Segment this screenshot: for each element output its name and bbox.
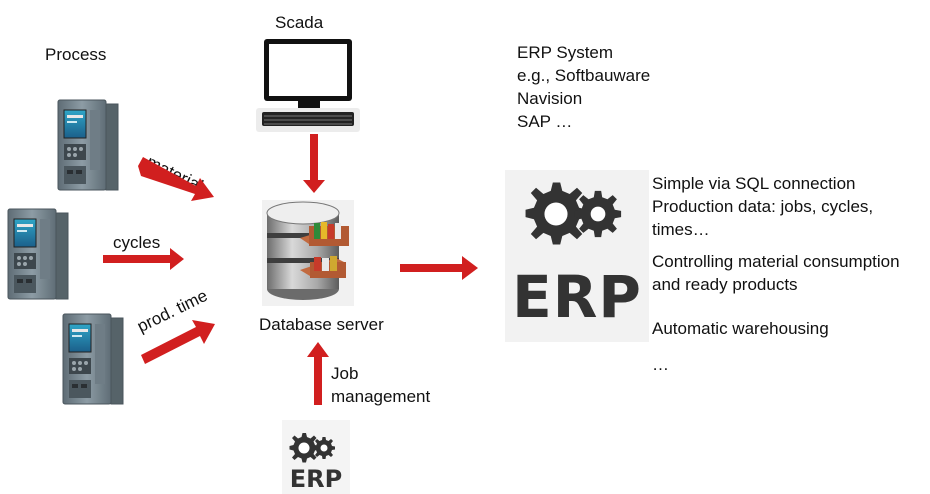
erp-logo-small (282, 420, 350, 494)
erp-note-line: Production data: jobs, cycles, (652, 197, 874, 216)
erp-note-line: Automatic warehousing (652, 319, 829, 338)
database-server-label: Database server (259, 315, 384, 334)
erp-logo-large (505, 170, 649, 342)
erp-note-line: … (652, 355, 669, 374)
erp-system-line: SAP … (517, 112, 573, 131)
arrow-cycles (103, 248, 184, 270)
erp-system-line: ERP System (517, 43, 614, 62)
erp-logo-large-text: ERP (512, 263, 642, 331)
database-server-icon (262, 200, 354, 306)
arrow-database-to-erp (400, 256, 478, 280)
arrow-scada-to-database (303, 134, 325, 193)
scada-label: Scada (275, 13, 324, 32)
plc-device-bottom (62, 313, 124, 405)
arrow-job-to-database (307, 342, 329, 405)
erp-note-line: Simple via SQL connection (652, 174, 856, 193)
job-management-label-line2: management (331, 387, 431, 406)
erp-note-line: and ready products (652, 275, 798, 294)
process-label: Process (45, 45, 107, 64)
arrow-material (138, 157, 214, 201)
scada-computer-icon (256, 39, 360, 132)
job-management-label-line1: Job (331, 364, 359, 383)
arrow-prod-time (141, 320, 215, 364)
erp-note-line: Controlling material consumption (652, 252, 900, 271)
erp-system-line: e.g., Softbauware (517, 66, 651, 85)
erp-note-line: times… (652, 220, 710, 239)
plc-device-top (57, 99, 119, 191)
plc-device-middle (7, 208, 69, 300)
erp-system-line: Navision (517, 89, 583, 108)
arrow-label-cycles: cycles (113, 233, 161, 252)
erp-logo-small-text: ERP (289, 465, 343, 493)
